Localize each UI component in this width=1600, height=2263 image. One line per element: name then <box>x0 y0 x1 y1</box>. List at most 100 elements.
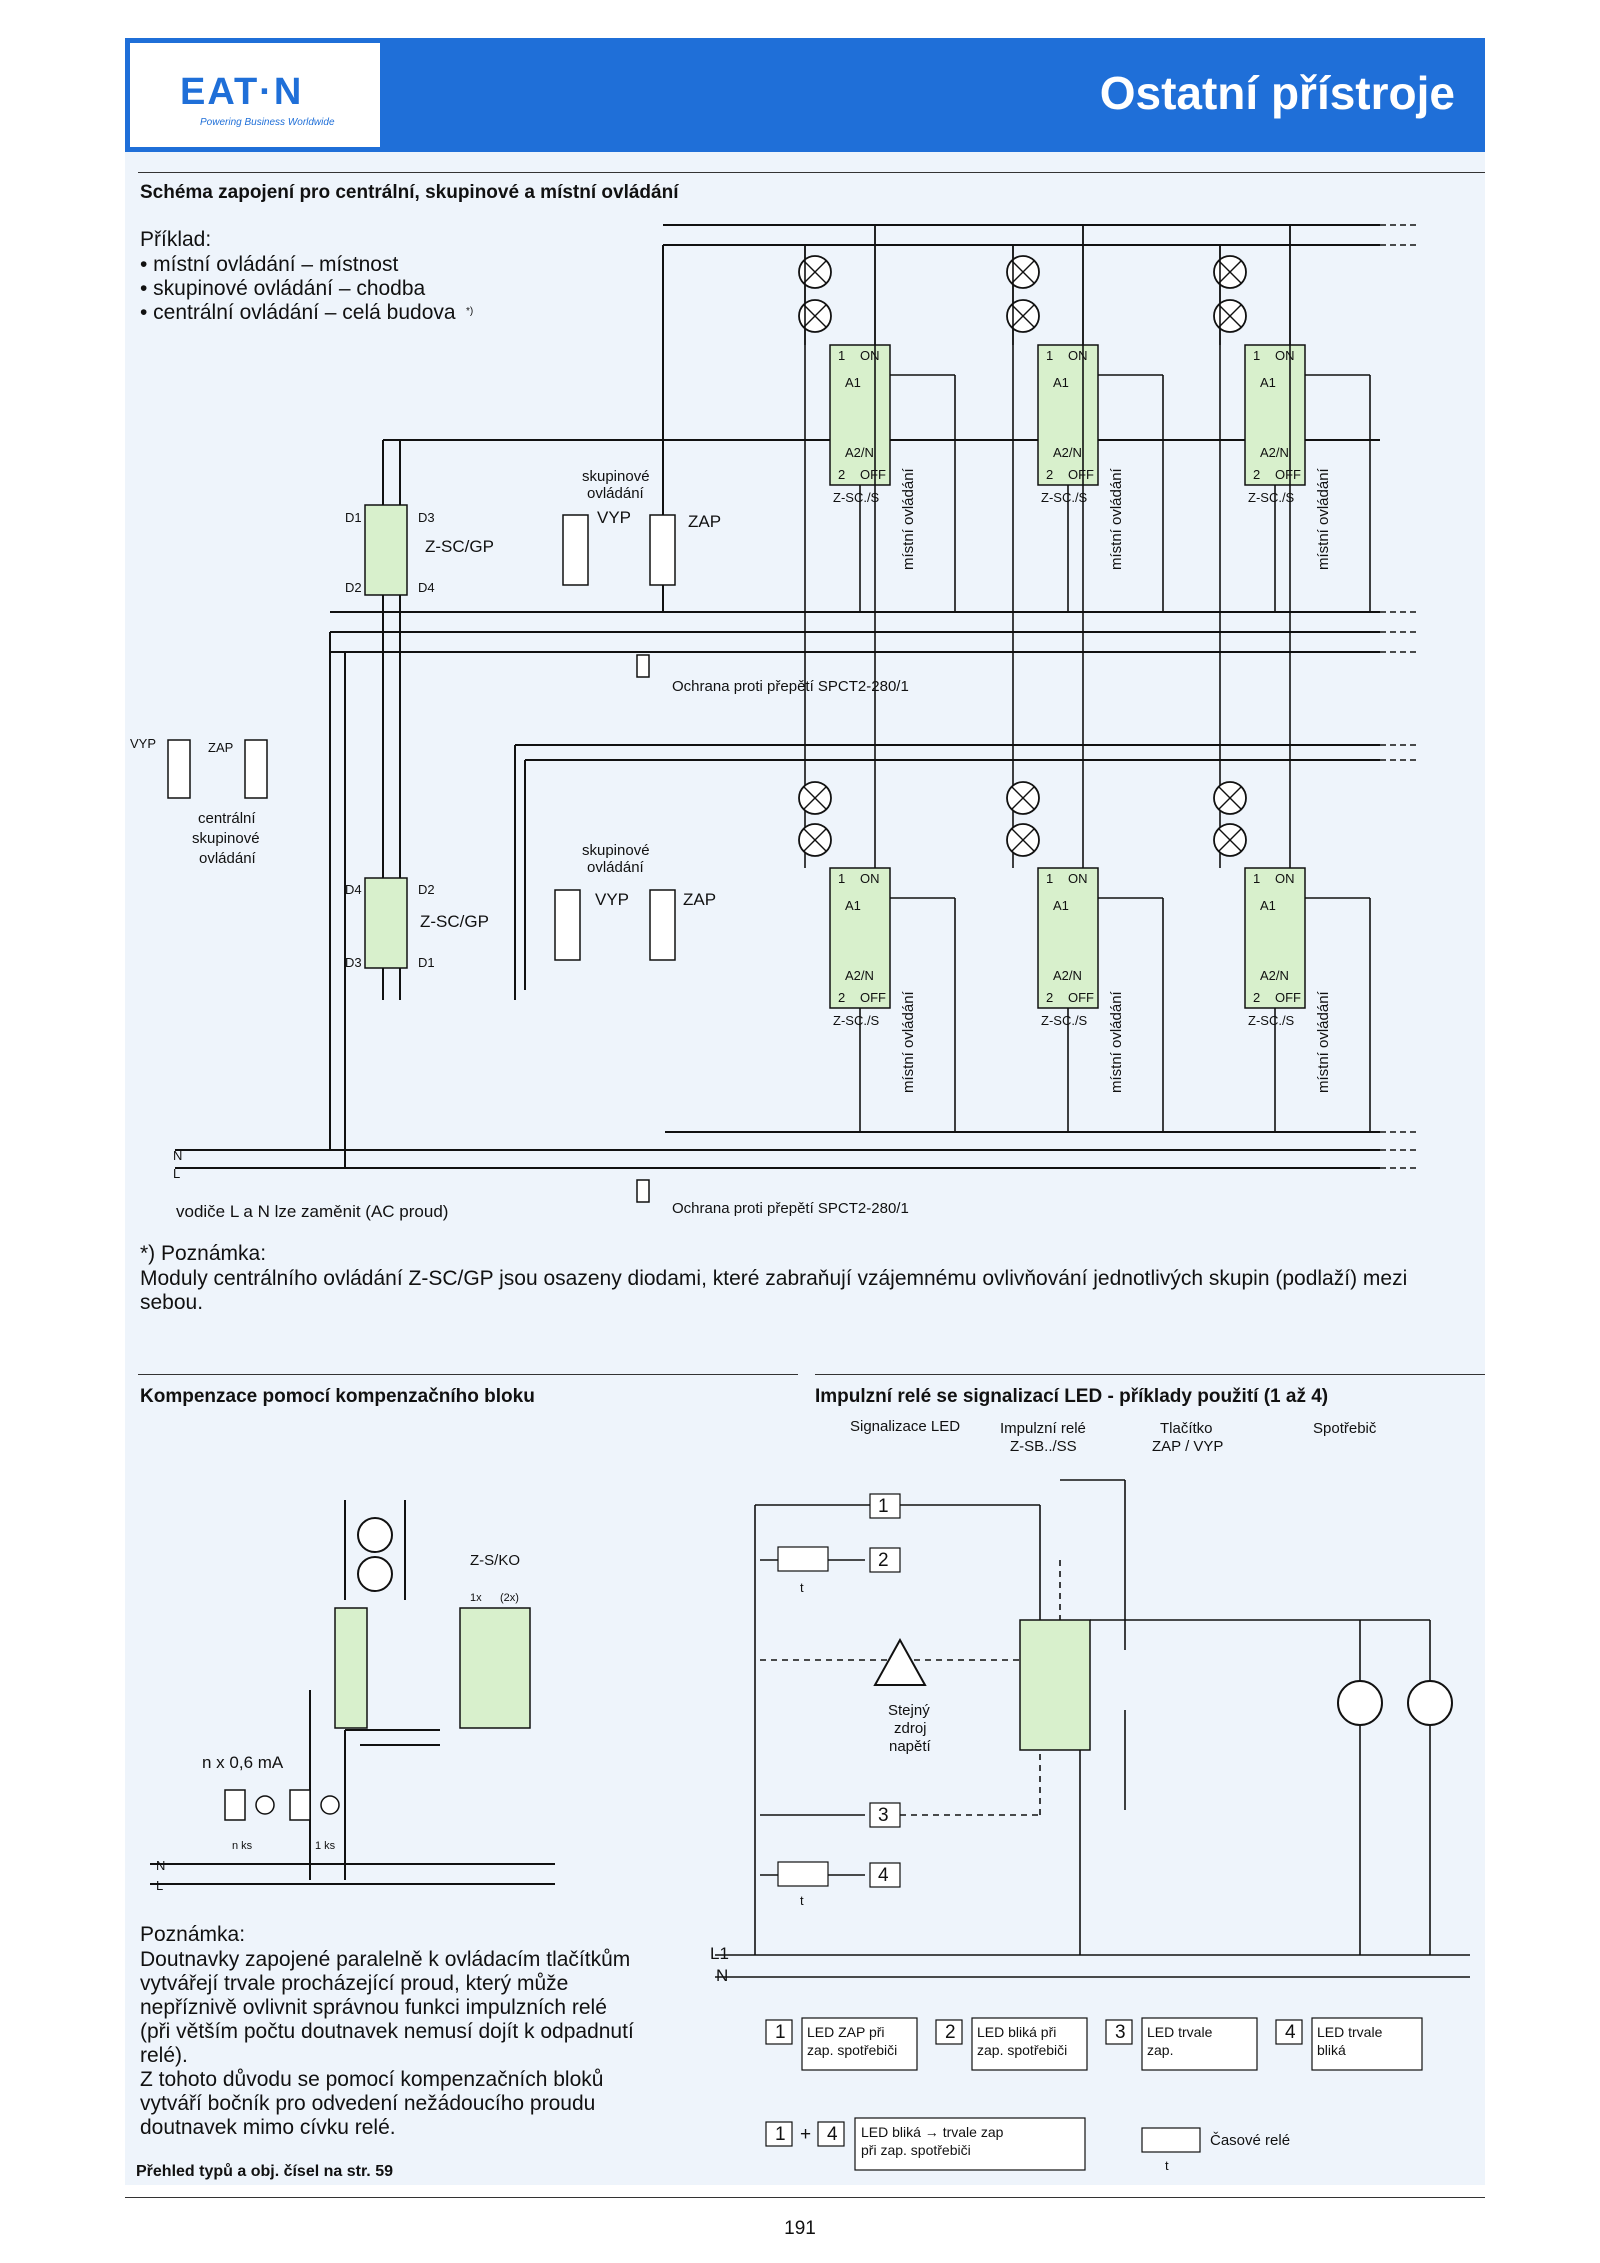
relay-label: 2 <box>838 467 846 482</box>
label-vyp: VYP <box>597 508 632 527</box>
relay-label: OFF <box>1275 990 1301 1005</box>
page-title: Ostatní přístroje <box>1099 67 1455 119</box>
label-nks: n ks <box>232 1840 253 1852</box>
zscgp-module-top <box>364 504 408 596</box>
num-3: 3 <box>878 1805 889 1826</box>
footer-rule <box>125 2197 1485 2198</box>
legend-text: LED trvale <box>1317 2024 1383 2040</box>
komp-note-line: vytváří bočník pro odvedení nežádoucího … <box>140 2092 596 2115</box>
col-button-1: Tlačítko <box>1160 1420 1213 1437</box>
num-4: 4 <box>878 1865 889 1886</box>
relay-label: OFF <box>1068 467 1094 482</box>
timer-label: Časové relé <box>1210 2132 1291 2149</box>
section-rule <box>815 1374 1485 1375</box>
label-n: N <box>173 1148 183 1163</box>
relay-label: ON <box>860 348 880 363</box>
label-d3-b: D3 <box>345 955 362 970</box>
relay-label: 1 <box>838 348 846 363</box>
type-reference: Přehled typů a obj. čísel na str. 59 <box>136 2163 393 2180</box>
legend-num-1: 1 <box>775 2022 786 2043</box>
relay-label: OFF <box>860 990 886 1005</box>
relay-module-komp <box>334 1607 368 1729</box>
label-n-impuls: N <box>716 1966 729 1985</box>
relay-label: ON <box>1068 348 1088 363</box>
central-switch-vyp <box>167 739 191 799</box>
relay-label: 2 <box>1046 467 1054 482</box>
komp-title: Kompenzace pomocí kompenzačního bloku <box>140 1386 535 1407</box>
relay-label: 1 <box>838 871 846 886</box>
relay-label: A2/N <box>1260 445 1289 460</box>
relay-label: A2/N <box>1053 968 1082 983</box>
num-1: 1 <box>878 1496 889 1517</box>
relay-label: ON <box>1275 348 1295 363</box>
relay-label: Z-SC./S <box>833 1013 880 1028</box>
col-load: Spotřebič <box>1313 1420 1377 1437</box>
label-n-komp: N <box>156 1858 166 1873</box>
page-number: 191 <box>784 2218 816 2239</box>
schema-title: Schéma zapojení pro centrální, skupinové… <box>140 182 679 203</box>
combo-text: při zap. spotřebiči <box>861 2142 971 2158</box>
label-t: t <box>800 1580 804 1595</box>
label-vyp-b: VYP <box>595 890 630 909</box>
label-group: skupinové <box>582 468 650 485</box>
komp-note-line: (při větším počtu doutnavek nemusí dojít… <box>140 2020 634 2043</box>
relay-label: A2/N <box>845 445 874 460</box>
legend-text: LED trvale <box>1147 2024 1213 2040</box>
example-item: • místní ovládání – místnost <box>140 253 399 276</box>
label-zap-b: ZAP <box>683 890 717 909</box>
combo-text: LED bliká → trvale zap <box>861 2124 1004 2140</box>
impulse-relay-module <box>829 344 891 486</box>
zscgp-module-bottom <box>364 877 408 969</box>
komp-note-line: nepříznivě ovlivnit správnou funkci impu… <box>140 1996 607 2019</box>
label-d4-b: D4 <box>345 882 362 897</box>
relay-label: A1 <box>1260 898 1276 913</box>
label-2x: (2x) <box>500 1592 519 1604</box>
example-item: • skupinové ovládání – chodba <box>140 277 426 300</box>
label-current: n x 0,6 mA <box>202 1753 284 1772</box>
relay-label: ON <box>1275 871 1295 886</box>
surge-protector-top <box>636 654 650 678</box>
impulse-relay-module <box>829 867 891 1009</box>
label-surge-top: Ochrana proti přepětí SPCT2-280/1 <box>672 678 909 695</box>
num-box-2 <box>869 1547 901 1573</box>
legend-text: LED bliká při <box>977 2024 1057 2040</box>
relay-label: 1 <box>1253 871 1261 886</box>
relay-label: ON <box>860 871 880 886</box>
surge-protector-bottom <box>636 1179 650 1203</box>
glow-button-1 <box>224 1789 246 1821</box>
impuls-relay <box>1019 1619 1091 1751</box>
label-d1: D1 <box>345 510 362 525</box>
section-rule <box>138 1374 798 1375</box>
glow-button-2 <box>289 1789 311 1821</box>
glow-lamp-1 <box>255 1795 275 1815</box>
relay-label: 1 <box>1046 871 1054 886</box>
label-d2-b: D2 <box>418 882 435 897</box>
zsko-module <box>459 1607 531 1729</box>
legend-text: LED ZAP při <box>807 2024 885 2040</box>
komp-note-line: vytvářejí trvale procházející proud, kte… <box>140 1972 569 1995</box>
label-zscgp: Z-SC/GP <box>425 537 494 556</box>
section-rule <box>138 172 1485 173</box>
label-group-b: skupinové <box>582 842 650 859</box>
relay-label: OFF <box>1275 467 1301 482</box>
note-text: Moduly centrálního ovládání Z-SC/GP jsou… <box>140 1267 1408 1314</box>
label-1x: 1x <box>470 1592 482 1604</box>
label-d2: D2 <box>345 580 362 595</box>
impulse-relay-module <box>1244 344 1306 486</box>
label-l1: L1 <box>710 1944 729 1963</box>
combo-num-4: 4 <box>827 2124 838 2145</box>
label-central-3: ovládání <box>199 850 256 867</box>
legend-text: zap. spotřebiči <box>807 2042 898 2058</box>
col-relay-2: Z-SB../SS <box>1010 1438 1077 1455</box>
impulse-relay-module <box>1037 867 1099 1009</box>
legend-text: zap. spotřebiči <box>977 2042 1068 2058</box>
example-heading: Příklad: <box>140 228 212 251</box>
label-surge-bottom: Ochrana proti přepětí SPCT2-280/1 <box>672 1200 909 1217</box>
label-d3: D3 <box>418 510 435 525</box>
label-zscgp-b: Z-SC/GP <box>420 912 489 931</box>
warning-icon <box>873 1637 927 1686</box>
group-switch-zap-bottom <box>649 889 676 961</box>
komp-note-line: Z tohoto důvodu se pomocí kompenzačních … <box>140 2068 604 2091</box>
